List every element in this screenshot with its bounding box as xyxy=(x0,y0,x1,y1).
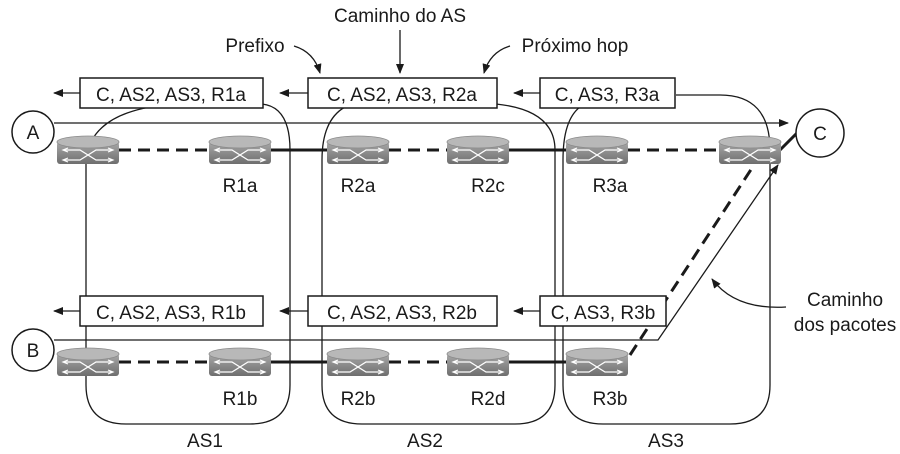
next-hop-callout: Próximo hop xyxy=(522,36,629,57)
route-box xyxy=(307,295,498,327)
route-text: C, AS2, AS3, R2a xyxy=(327,85,477,106)
as-label: AS1 xyxy=(187,431,223,452)
link-dashed-diagonal xyxy=(628,167,754,356)
route-text: C, AS2, AS3, R1a xyxy=(96,85,246,106)
route-text: C, AS3, R3a xyxy=(555,85,660,106)
host-label: C xyxy=(813,124,827,145)
router-label: R2c xyxy=(471,176,505,197)
router-label: R2d xyxy=(471,389,506,410)
packet-path-callout: Caminho xyxy=(807,290,883,311)
router-label: R2b xyxy=(341,389,376,410)
callout-arrow xyxy=(711,278,787,308)
as-label: AS2 xyxy=(407,431,443,452)
router-label: R1a xyxy=(223,176,258,197)
packet-path-callout: dos pacotes xyxy=(794,315,896,336)
route-box xyxy=(79,295,264,327)
router-label: R3a xyxy=(593,176,628,197)
router-label: R1b xyxy=(223,389,258,410)
router-label: R2a xyxy=(341,176,376,197)
route-box xyxy=(307,77,498,109)
host-b xyxy=(11,328,55,372)
host-a xyxy=(11,110,55,154)
callout-arrow xyxy=(482,45,511,74)
host-c xyxy=(795,108,845,158)
callout-arrow xyxy=(293,45,322,74)
route-box xyxy=(539,295,667,327)
route-text: C, AS2, AS3, R1b xyxy=(96,303,246,324)
router-label: R3b xyxy=(593,389,628,410)
route-box xyxy=(79,77,264,109)
route-box xyxy=(539,77,676,109)
route-text: C, AS2, AS3, R2b xyxy=(327,303,477,324)
as-label: AS3 xyxy=(648,431,684,452)
route-text: C, AS3, R3b xyxy=(551,303,656,324)
host-label: B xyxy=(27,341,40,362)
as-path-callout: Caminho do AS xyxy=(334,6,466,27)
host-label: A xyxy=(27,123,40,144)
path-b-to-c xyxy=(54,164,779,341)
prefix-callout: Prefixo xyxy=(225,36,284,57)
